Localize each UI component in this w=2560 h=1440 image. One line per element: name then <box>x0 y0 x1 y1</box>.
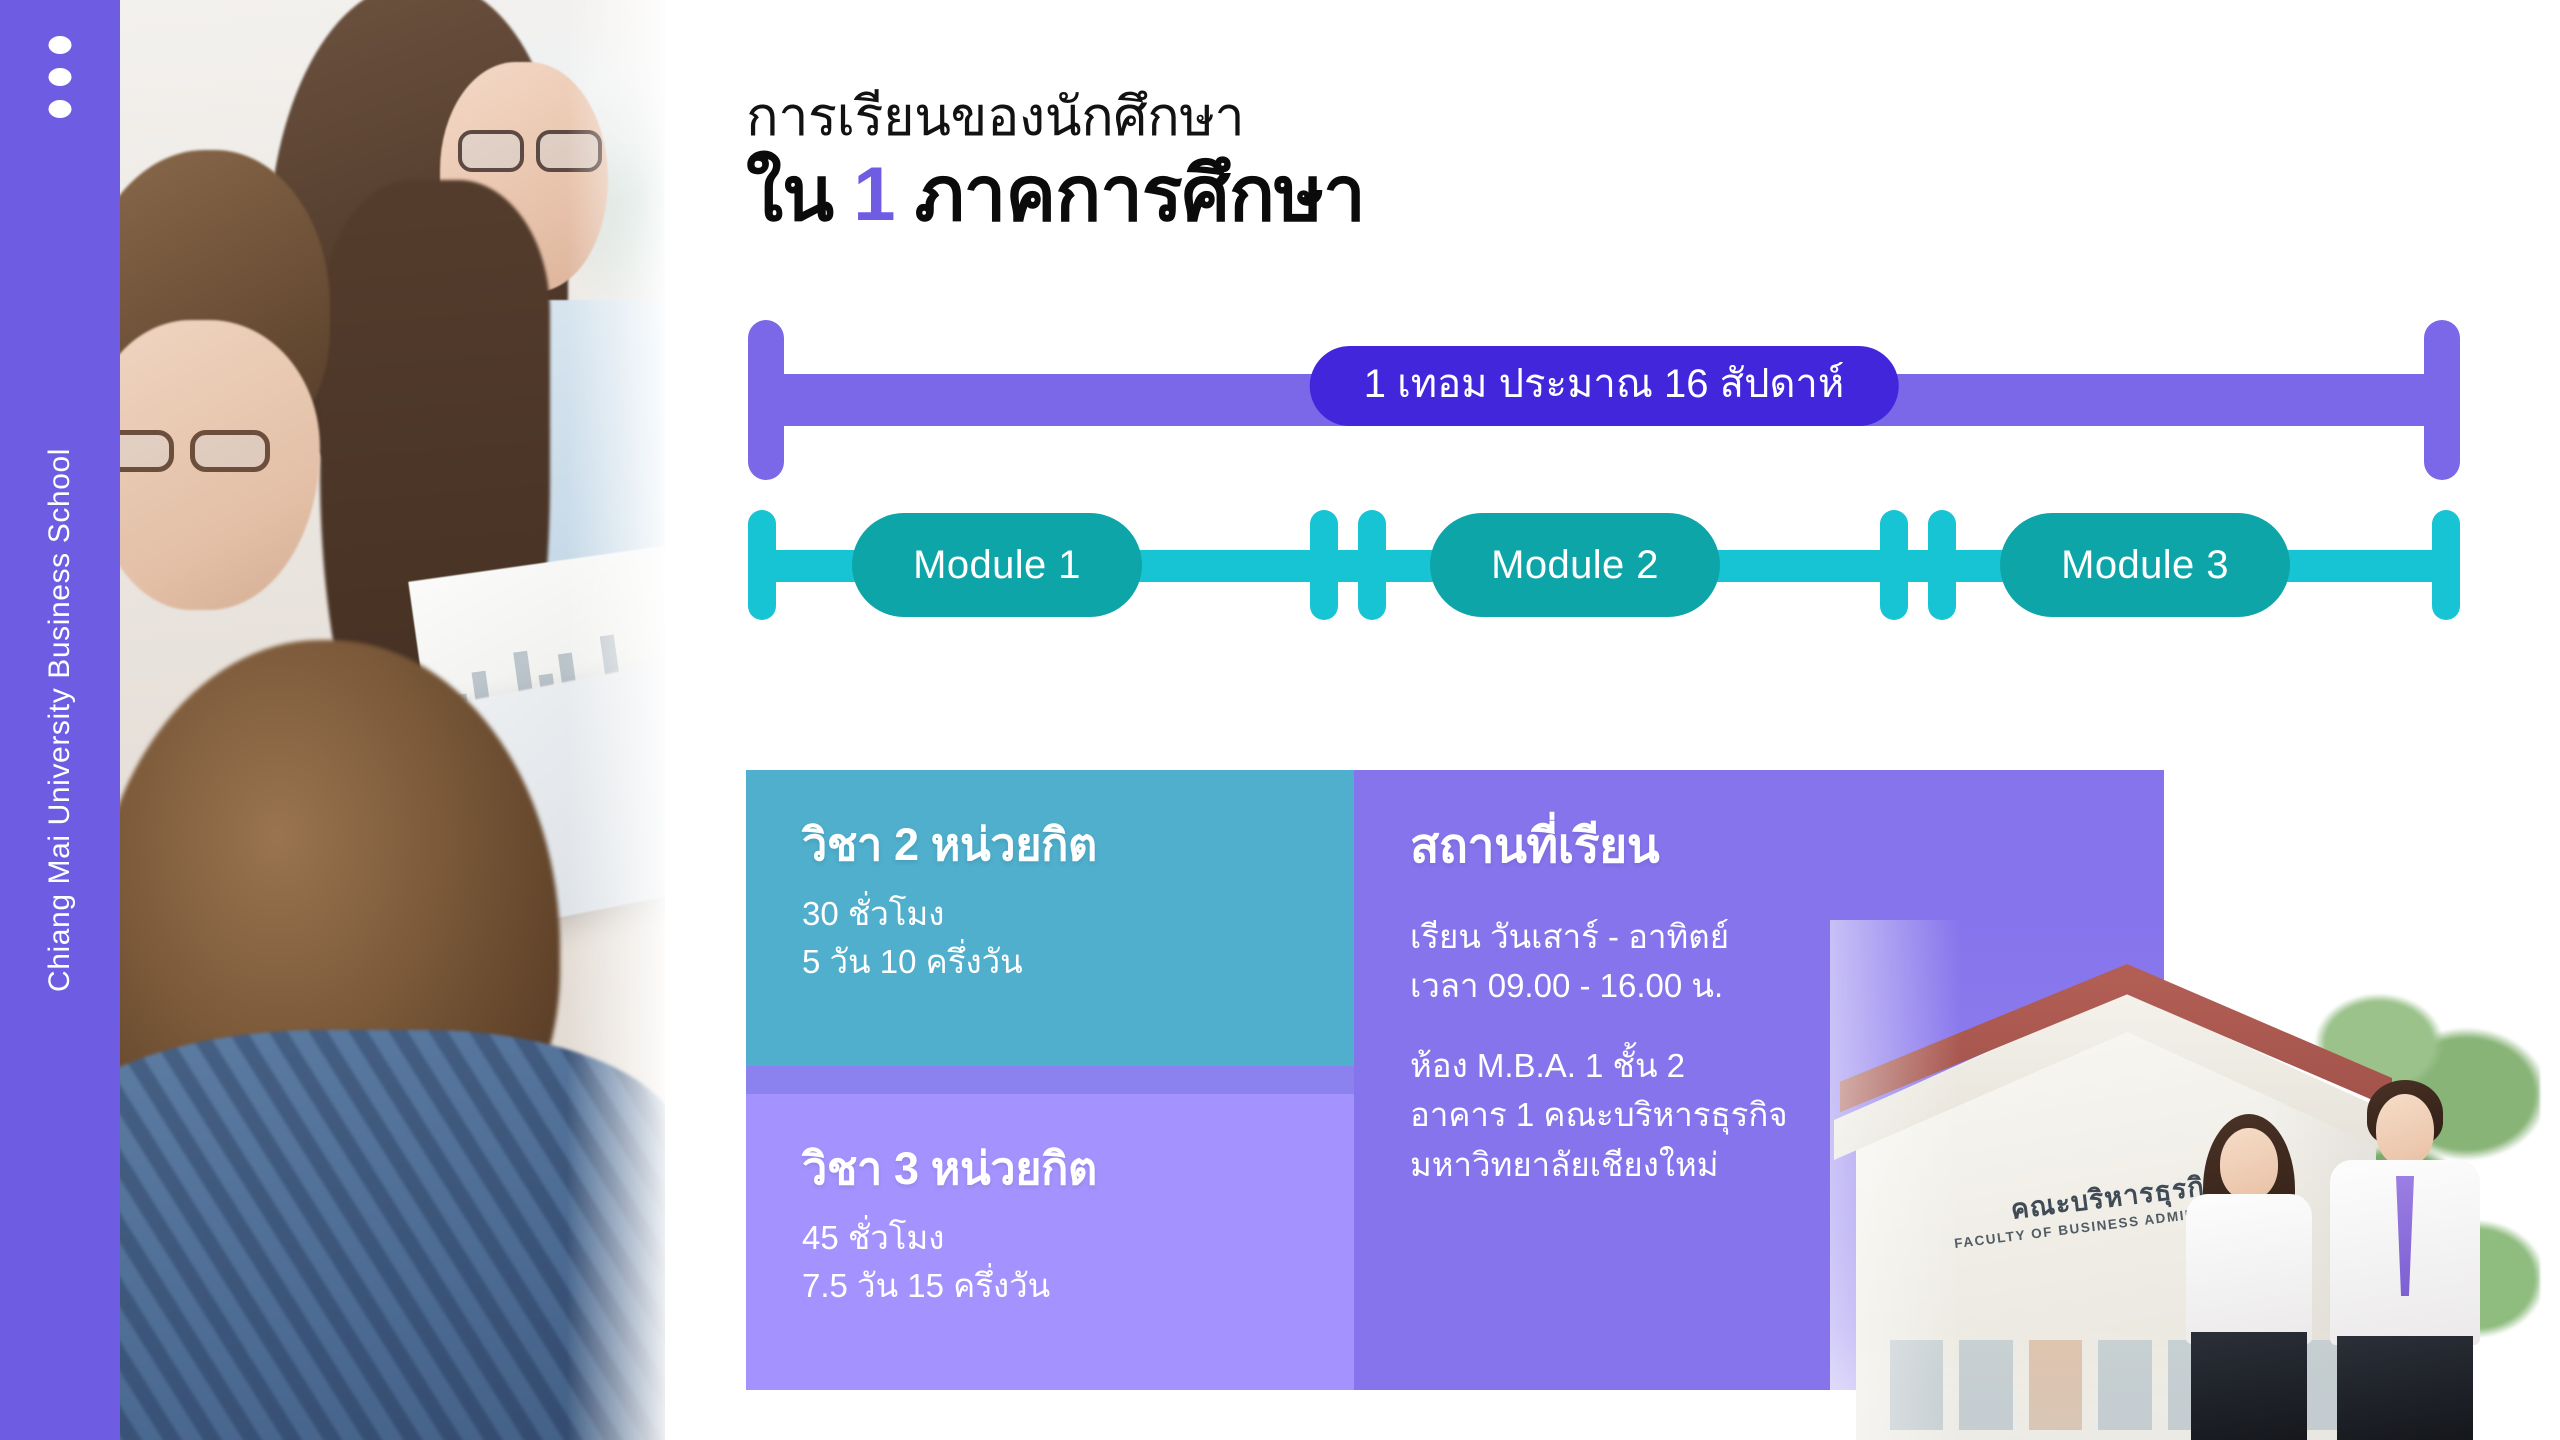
card-venue-address: ห้อง M.B.A. 1 ชั้น 2 อาคาร 1 คณะบริหารธุ… <box>1410 1041 2164 1190</box>
card-credit-3-heading: วิชา 3 หน่วยกิต <box>802 1143 1097 1194</box>
title-line-2-suffix: ภาคการศึกษา <box>894 152 1366 238</box>
card-venue-address-university: มหาวิทยาลัยเชียงใหม่ <box>1410 1145 1719 1183</box>
term-duration-badge: 1 เทอม ประมาณ 16 สัปดาห์ <box>1309 346 1899 426</box>
module-tick-end <box>2432 510 2460 620</box>
card-credit-2: วิชา 2 หน่วยกิต 30 ชั่วโมง 5 วัน 10 ครึ่… <box>746 770 1354 1066</box>
card-divider <box>746 1066 1354 1094</box>
card-credit-3: วิชา 3 หน่วยกิต 45 ชั่วโมง 7.5 วัน 15 คร… <box>746 1094 1354 1390</box>
module-tick-divider <box>1310 510 1338 620</box>
card-credit-2-hours: 30 ชั่วโมง <box>802 895 945 932</box>
page-title: การเรียนของนักศึกษา ใน 1 ภาคการศึกษา <box>746 87 1366 239</box>
title-accent-number: 1 <box>853 152 895 238</box>
dot-icon <box>48 68 72 86</box>
photo-edge-fade <box>120 0 665 1440</box>
faculty-building-photo: คณะบริหารธุรกิจ FACULTY OF BUSINESS ADMI… <box>1830 920 2560 1440</box>
rail-dots-group <box>48 36 72 118</box>
card-credit-3-days: 7.5 วัน 15 ครึ่งวัน <box>802 1266 1051 1304</box>
card-venue-schedule-time: เวลา 09.00 - 16.00 น. <box>1410 967 1724 1005</box>
module-3-badge: Module 3 <box>2000 513 2290 617</box>
card-venue-schedule-days: เรียน วันเสาร์ - อาทิตย์ <box>1410 917 1730 955</box>
card-venue-address-building: อาคาร 1 คณะบริหารธุรกิจ <box>1410 1096 1788 1134</box>
term-timeline: 1 เทอม ประมาณ 16 สัปดาห์ <box>748 320 2460 480</box>
module-tick-start <box>748 510 776 620</box>
student-female <box>2174 1110 2324 1440</box>
sidebar-rail: Chiang Mai University Business School <box>0 0 120 1440</box>
module-tick-divider <box>1358 510 1386 620</box>
dot-icon <box>48 36 72 54</box>
credits-column: วิชา 2 หน่วยกิต 30 ชั่วโมง 5 วัน 10 ครึ่… <box>746 770 1354 1390</box>
card-venue-address-room: ห้อง M.B.A. 1 ชั้น 2 <box>1410 1046 1686 1084</box>
student-male-necktie <box>2396 1176 2414 1296</box>
title-line-2: ใน 1 ภาคการศึกษา <box>746 151 1366 238</box>
term-timeline-cap-end <box>2424 320 2460 480</box>
card-venue-schedule: เรียน วันเสาร์ - อาทิตย์ เวลา 09.00 - 16… <box>1410 912 2164 1011</box>
card-credit-2-days: 5 วัน 10 ครึ่งวัน <box>802 942 1023 980</box>
student-male-head <box>2376 1094 2434 1166</box>
module-tick-divider <box>1880 510 1908 620</box>
term-timeline-cap-start <box>748 320 784 480</box>
module-timeline: Module 1 Module 2 Module 3 <box>748 510 2460 620</box>
card-credit-2-heading: วิชา 2 หน่วยกิต <box>802 819 1097 870</box>
student-male-trousers <box>2337 1336 2473 1440</box>
student-female-skirt <box>2191 1332 2307 1440</box>
card-credit-3-hours: 45 ชั่วโมง <box>802 1219 945 1256</box>
student-female-uniform-shirt <box>2186 1194 2312 1344</box>
student-female-head <box>2220 1128 2278 1200</box>
title-line-1: การเรียนของนักศึกษา <box>746 87 1245 147</box>
module-2-badge: Module 2 <box>1430 513 1720 617</box>
sidebar-vertical-label: Chiang Mai University Business School <box>43 447 76 993</box>
module-tick-divider <box>1928 510 1956 620</box>
title-line-2-prefix: ใน <box>746 152 854 238</box>
module-1-badge: Module 1 <box>852 513 1142 617</box>
dot-icon <box>48 100 72 118</box>
card-venue-heading: สถานที่เรียน <box>1410 820 1660 873</box>
students-meeting-photo <box>120 0 665 1440</box>
student-male <box>2320 1080 2490 1440</box>
